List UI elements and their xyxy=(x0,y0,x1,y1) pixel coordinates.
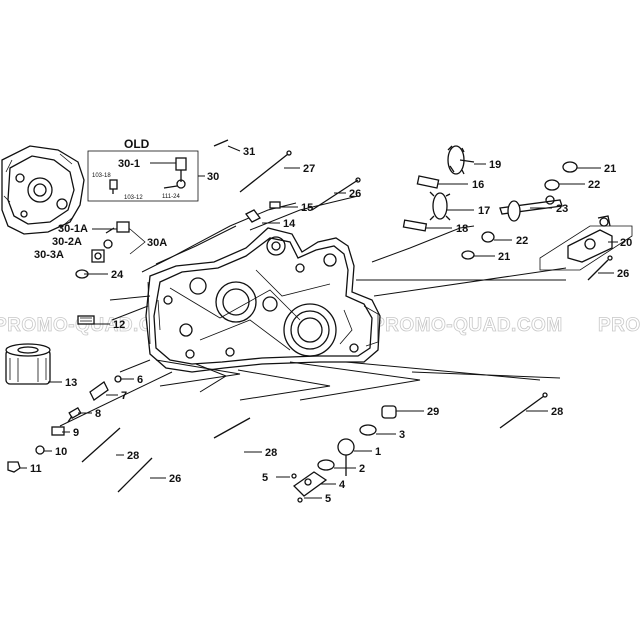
callout-3: 3 xyxy=(399,429,405,441)
callout-26-top: 26 xyxy=(349,188,361,200)
callout-30-3a: 30-3A xyxy=(34,249,64,261)
callout-22-mid: 22 xyxy=(516,235,528,247)
callout-30-1a: 30-1A xyxy=(58,223,88,235)
callout-12: 12 xyxy=(113,319,125,331)
callout-30: 30 xyxy=(207,171,219,183)
callout-26-bottom: 26 xyxy=(169,473,181,485)
callout-6: 6 xyxy=(137,374,143,386)
watermark-text-3: PROMO-QUAD.COM xyxy=(372,315,563,336)
shaft-assemblies xyxy=(402,145,633,281)
old-box-label-111-24: 111-24 xyxy=(162,194,180,200)
left-small-parts xyxy=(5,269,122,473)
old-box-label-103-12: 103-12 xyxy=(124,195,143,201)
callout-16: 16 xyxy=(472,179,484,191)
callout-7: 7 xyxy=(121,390,127,402)
callout-28-mid: 28 xyxy=(265,447,277,459)
callout-26-right: 26 xyxy=(617,268,629,280)
old-box-title: OLD xyxy=(124,137,150,151)
engine-thumbnail xyxy=(1,145,85,235)
callout-24: 24 xyxy=(111,269,124,281)
callout-1: 1 xyxy=(375,446,381,458)
callout-21-top: 21 xyxy=(604,163,616,175)
callout-30-2a: 30-2A xyxy=(52,236,82,248)
callout-30a: 30A xyxy=(147,237,167,249)
watermark-text-1: PROMO-QUAD.COM xyxy=(0,315,185,336)
crankcase-half xyxy=(145,227,381,373)
callout-28-left: 28 xyxy=(127,450,139,462)
old-box-label-30-1: 30-1 xyxy=(118,158,140,170)
leader-lines xyxy=(20,145,618,499)
callout-13: 13 xyxy=(65,377,77,389)
top-studs xyxy=(213,139,361,223)
callout-14: 14 xyxy=(283,218,296,230)
callout-10: 10 xyxy=(55,446,67,458)
callout-29: 29 xyxy=(427,406,439,418)
callout-23: 23 xyxy=(556,203,568,215)
old-box-label-103-18: 103-18 xyxy=(92,173,111,179)
callout-9: 9 xyxy=(73,427,79,439)
callout-31: 31 xyxy=(243,146,255,158)
watermark-text-4: PROMO-QUAD.COM xyxy=(598,315,641,336)
callout-8: 8 xyxy=(95,408,101,420)
callout-27: 27 xyxy=(303,163,315,175)
callout-20: 20 xyxy=(620,237,632,249)
callout-28-right: 28 xyxy=(551,406,563,418)
callout-4: 4 xyxy=(339,479,346,491)
callout-21-mid: 21 xyxy=(498,251,510,263)
callout-5-bottom: 5 xyxy=(325,493,331,505)
callout-2: 2 xyxy=(359,463,365,475)
callout-5-left: 5 xyxy=(262,472,268,484)
callout-17: 17 xyxy=(478,205,490,217)
callout-19: 19 xyxy=(489,159,501,171)
callout-22-top: 22 xyxy=(588,179,600,191)
callout-11: 11 xyxy=(30,463,42,475)
callout-15: 15 xyxy=(301,202,313,214)
old-parts-box: OLD 30-1 103-18 103-12 111-24 xyxy=(87,137,205,202)
callouts: 19 16 17 18 21 22 23 22 21 20 26 31 27 2… xyxy=(30,146,632,505)
bottom-parts xyxy=(81,392,548,503)
callout-18: 18 xyxy=(456,223,468,235)
part-group-30a xyxy=(91,221,146,263)
